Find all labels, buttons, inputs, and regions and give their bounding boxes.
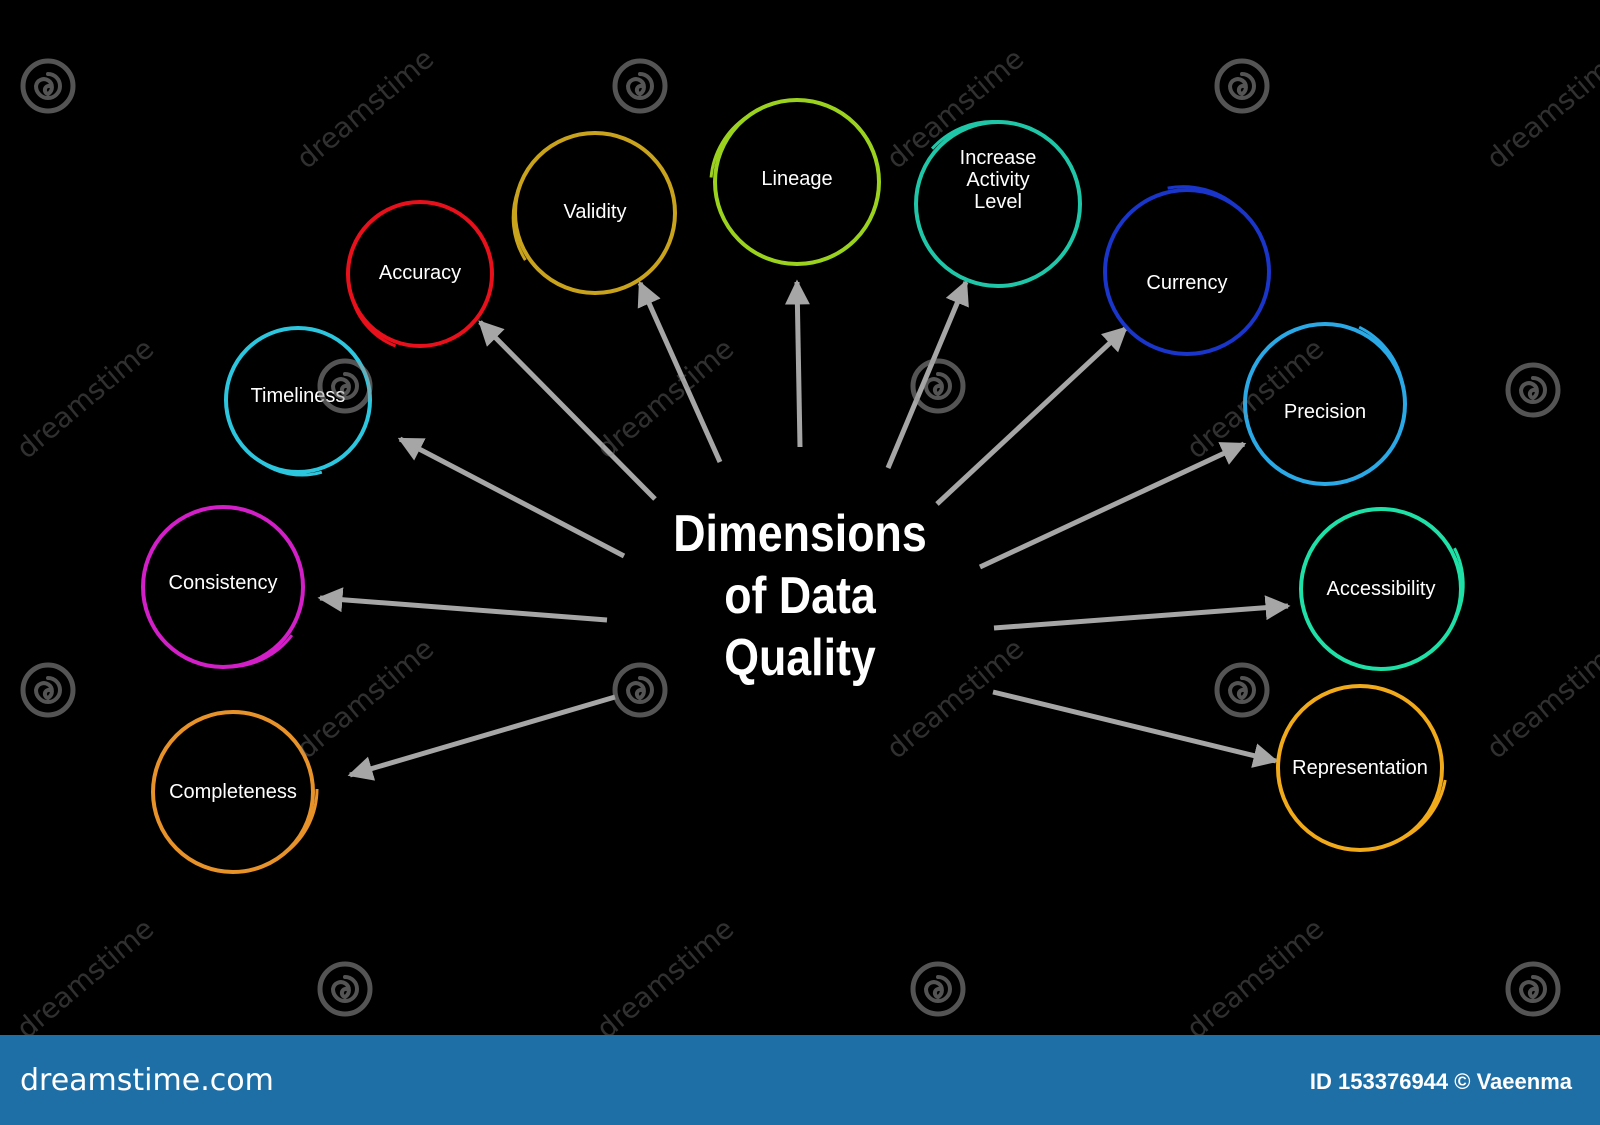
arrow-to-validity: [637, 280, 723, 464]
spiral-logo-icon: [20, 662, 76, 718]
node-circle-stroke-precision: [1242, 317, 1406, 481]
footer-brand[interactable]: dreamstime.com: [20, 1063, 274, 1098]
spiral-logo-icon: [20, 58, 76, 114]
node-circle-stroke-representation: [1280, 682, 1448, 850]
circles-layer: [141, 98, 1465, 874]
arrow-to-increase-activity-level: [885, 279, 969, 469]
node-circle-currency: [1103, 188, 1271, 356]
node-circle-stroke-timeliness: [228, 329, 376, 477]
arrow-to-timeliness: [397, 436, 626, 559]
node-circle-stroke-accessibility: [1301, 503, 1465, 667]
node-circle-timeliness: [224, 326, 372, 474]
node-label-completeness: Completeness: [169, 781, 297, 803]
node-label-precision: Precision: [1283, 401, 1367, 423]
arrow-to-precision: [978, 441, 1247, 570]
arrow-to-currency: [935, 326, 1128, 506]
node-label-representation: Representation: [1292, 757, 1428, 779]
arrow-to-consistency: [317, 587, 608, 623]
node-label-accessibility: Accessibility: [1326, 578, 1436, 600]
arrow-to-lineage: [784, 279, 810, 448]
spiral-logo-icon: [1214, 58, 1270, 114]
spiral-logo-icon: [910, 358, 966, 414]
node-label-currency: Currency: [1146, 272, 1228, 294]
node-circle-accuracy: [346, 200, 494, 348]
footer-bar: dreamstime.com ID 153376944 © Vaeenma: [0, 1035, 1600, 1125]
node-circle-stroke-lineage: [709, 101, 877, 269]
center-title: Dimensions of Data Quality: [673, 505, 927, 687]
node-circle-accessibility: [1299, 507, 1463, 671]
node-circle-validity: [513, 131, 677, 295]
spiral-logo-icon: [1505, 961, 1561, 1017]
node-circle-representation: [1276, 684, 1444, 852]
node-circle-lineage: [713, 98, 881, 266]
spiral-logo-icon: [910, 961, 966, 1017]
node-label-accuracy: Accuracy: [378, 262, 462, 284]
arrow-to-accessibility: [993, 595, 1291, 631]
node-circle-stroke-increase-activity-level: [909, 120, 1077, 288]
node-circle-stroke-accuracy: [347, 205, 495, 353]
node-label-increase-activity-level: Increase Activity Level: [959, 147, 1037, 213]
node-label-validity: Validity: [563, 201, 627, 223]
node-circle-consistency: [141, 505, 305, 669]
spiral-logo-icon: [612, 662, 668, 718]
spiral-logo-icon: [317, 961, 373, 1017]
arrows-layer: [317, 279, 1291, 781]
arrow-to-accuracy: [478, 320, 657, 501]
node-circle-completeness: [151, 710, 315, 874]
node-circle-stroke-validity: [511, 136, 675, 300]
spiral-logo-icon: [612, 58, 668, 114]
footer-image-id: ID 153376944 © Vaeenma: [1309, 1069, 1572, 1094]
spiral-logo-icon: [317, 358, 373, 414]
node-circle-stroke-consistency: [146, 505, 310, 669]
node-circle-stroke-completeness: [155, 707, 319, 871]
diagram-graphics: [141, 98, 1465, 874]
node-circle-precision: [1243, 322, 1407, 486]
arrow-to-representation: [992, 689, 1279, 768]
node-label-consistency: Consistency: [168, 572, 278, 594]
arrow-to-completeness: [347, 694, 616, 781]
spiral-logo-icon: [1505, 362, 1561, 418]
spiral-logo-icon: [1214, 662, 1270, 718]
node-label-lineage: Lineage: [761, 168, 833, 190]
